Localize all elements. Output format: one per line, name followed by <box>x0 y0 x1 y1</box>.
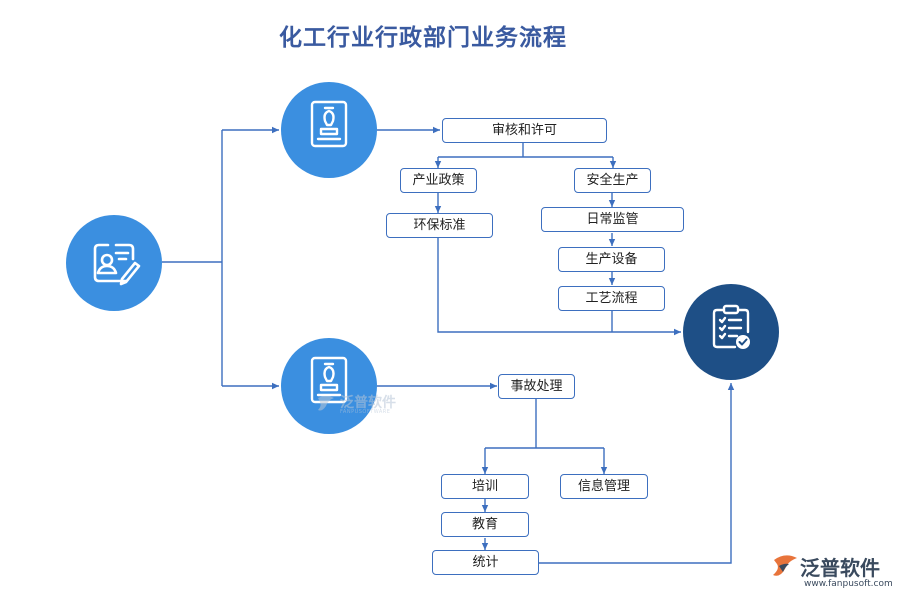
bottom-branch-circle <box>281 338 377 434</box>
node-accident-handling: 事故处理 <box>498 374 575 399</box>
watermark-logo-icon <box>318 396 334 411</box>
seal-document-icon <box>310 100 348 148</box>
end-circle <box>683 284 779 380</box>
node-production-equipment: 生产设备 <box>558 247 665 272</box>
start-circle <box>66 215 162 311</box>
top-branch-circle <box>281 82 377 178</box>
node-process-flow: 工艺流程 <box>558 286 665 311</box>
node-education: 教育 <box>441 512 529 537</box>
node-information-management: 信息管理 <box>560 474 648 499</box>
watermark: 泛普软件 FANPUSOFTWARE <box>314 392 396 420</box>
brand-logo-text: 泛普软件 <box>800 556 880 580</box>
node-approval: 审核和许可 <box>442 118 607 143</box>
watermark-subtext: FANPUSOFTWARE <box>340 409 391 415</box>
edge-statistics-to-end <box>538 383 735 564</box>
node-statistics: 统计 <box>432 550 539 575</box>
brand-logo-url: www.fanpusoft.com <box>804 579 893 589</box>
seal-document-icon <box>310 356 348 404</box>
node-safety-production: 安全生产 <box>574 168 651 193</box>
node-training: 培训 <box>441 474 529 499</box>
brand-logo-icon <box>773 555 797 576</box>
watermark-text: 泛普软件 <box>340 395 396 411</box>
node-env-standard: 环保标准 <box>386 213 493 238</box>
node-daily-supervision: 日常监管 <box>541 207 684 232</box>
node-industry-policy: 产业政策 <box>400 168 477 193</box>
person-card-pen-icon <box>93 243 141 286</box>
brand-logo: 泛普软件 www.fanpusoft.com <box>770 552 895 598</box>
edge-env-to-end <box>437 238 681 336</box>
page-title: 化工行业行政部门业务流程 <box>279 25 567 51</box>
checklist-clipboard-icon <box>712 304 750 349</box>
